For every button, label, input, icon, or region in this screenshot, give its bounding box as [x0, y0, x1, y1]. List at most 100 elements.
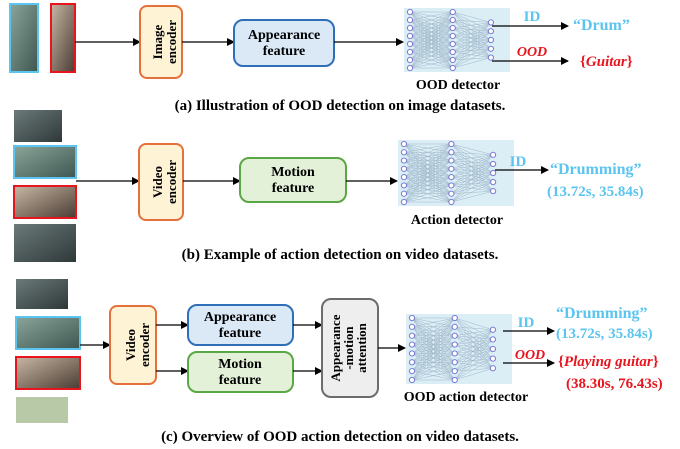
- network-edge: [452, 11, 492, 58]
- network-edge: [454, 317, 494, 369]
- network-node: [449, 16, 456, 24]
- network-edge: [403, 143, 452, 153]
- network-node: [400, 174, 408, 181]
- network-edge: [452, 43, 491, 50]
- network-node: [406, 48, 414, 56]
- motion-feature-box: [239, 157, 347, 203]
- action-detector-network: [398, 140, 514, 206]
- network-node: [406, 40, 414, 48]
- network-edge: [452, 19, 491, 23]
- network-node: [406, 32, 414, 40]
- network-edge: [451, 168, 494, 192]
- playing-guitar-result: {Playing guitar}: [558, 354, 659, 370]
- network-edge: [451, 176, 494, 192]
- network-edge: [454, 348, 494, 372]
- network-edge: [454, 348, 493, 354]
- network-edge: [454, 368, 493, 372]
- network-node: [487, 28, 495, 35]
- network-edge: [409, 11, 453, 21]
- network-edge: [452, 22, 492, 69]
- network-node: [406, 8, 414, 16]
- network-edge: [452, 43, 492, 58]
- network-edge: [454, 329, 494, 372]
- network-edge: [409, 51, 453, 69]
- network-edge: [451, 152, 494, 174]
- caption-a: (a) Illustration of OOD detection on ima…: [175, 98, 506, 114]
- network-edge: [403, 152, 452, 203]
- network-node: [449, 48, 456, 56]
- network-edge: [451, 143, 494, 192]
- network-edge: [452, 27, 492, 58]
- network-edge: [451, 163, 494, 170]
- network-edge: [451, 152, 494, 183]
- network-edge: [454, 335, 494, 359]
- network-edge: [403, 185, 452, 203]
- network-edge: [452, 48, 491, 53]
- network-edge: [454, 329, 494, 381]
- network-edge: [454, 329, 493, 336]
- network-node: [408, 341, 416, 348]
- network-edge: [454, 317, 494, 340]
- video-frame-c4: [16, 397, 68, 423]
- network-edge: [411, 353, 455, 381]
- network-node: [489, 365, 497, 372]
- ood-detector-network: [404, 8, 510, 72]
- network-node: [448, 182, 455, 189]
- video-frame-guitar: [13, 185, 77, 219]
- id-label-b: ID: [510, 154, 527, 170]
- network-edge: [454, 326, 493, 330]
- network-node: [408, 350, 416, 357]
- network-edge: [452, 31, 492, 69]
- network-edge: [451, 185, 494, 192]
- network-node: [487, 45, 495, 52]
- network-edge: [451, 181, 494, 203]
- network-node: [448, 190, 455, 197]
- network-edge: [454, 329, 494, 363]
- network-edge: [451, 160, 494, 183]
- network-node: [449, 56, 456, 64]
- network-node: [408, 314, 416, 322]
- network-edge: [454, 353, 494, 369]
- network-node: [490, 160, 497, 168]
- network-edge: [452, 30, 492, 53]
- network-node: [490, 169, 497, 177]
- network-edge: [451, 154, 494, 203]
- caption-b: (b) Example of action detection on video…: [182, 247, 499, 263]
- video-encoder-label-c: Videoencoder: [123, 323, 152, 367]
- network-node: [487, 54, 495, 61]
- network-edge: [452, 35, 491, 41]
- network-edge: [451, 154, 494, 186]
- network-edge: [451, 154, 494, 161]
- network-node: [451, 350, 458, 357]
- attention-label: Appearance-motionattention: [328, 314, 369, 381]
- network-edge: [451, 160, 494, 174]
- drum-image-thumbnail: [9, 3, 39, 73]
- appearance-feature-box: [233, 19, 335, 67]
- network-edge: [451, 152, 494, 192]
- network-edge: [452, 51, 491, 58]
- guitar-image-thumbnail: [50, 3, 76, 73]
- network-edge: [411, 344, 455, 381]
- network-edge: [451, 154, 494, 170]
- network-edge: [451, 172, 494, 186]
- network-edge: [452, 27, 492, 50]
- network-node: [406, 16, 414, 24]
- network-edge: [411, 317, 455, 336]
- ood-action-detector-network: [406, 314, 512, 384]
- network-edge: [454, 335, 494, 350]
- network-node: [451, 332, 458, 339]
- network-edge: [451, 168, 494, 183]
- network-edge: [454, 339, 494, 363]
- network-edge: [451, 152, 494, 165]
- network-node: [490, 178, 497, 186]
- video-frame-4: [14, 224, 76, 262]
- motion-feature-box-c: [187, 351, 294, 393]
- network-edge: [454, 344, 494, 359]
- ood-label: OOD: [517, 45, 547, 60]
- network-edge: [451, 154, 494, 194]
- network-edge: [454, 358, 493, 372]
- network-edge: [452, 22, 491, 29]
